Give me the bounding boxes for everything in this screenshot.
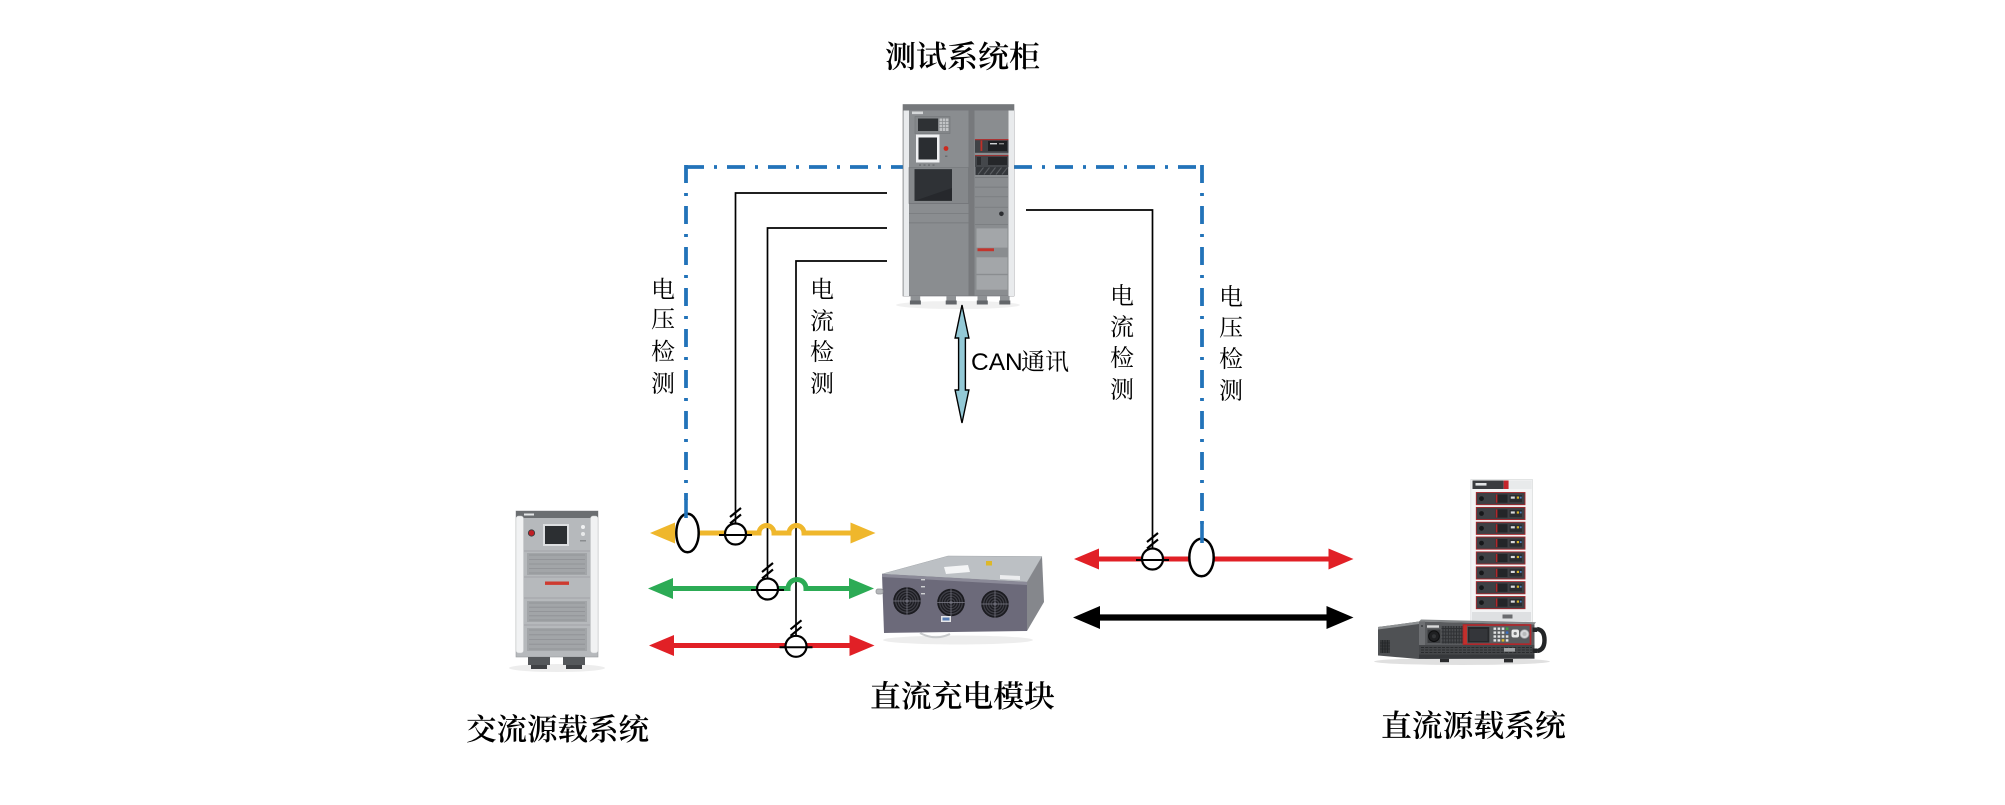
- svg-text:CAN: CAN: [971, 349, 1023, 376]
